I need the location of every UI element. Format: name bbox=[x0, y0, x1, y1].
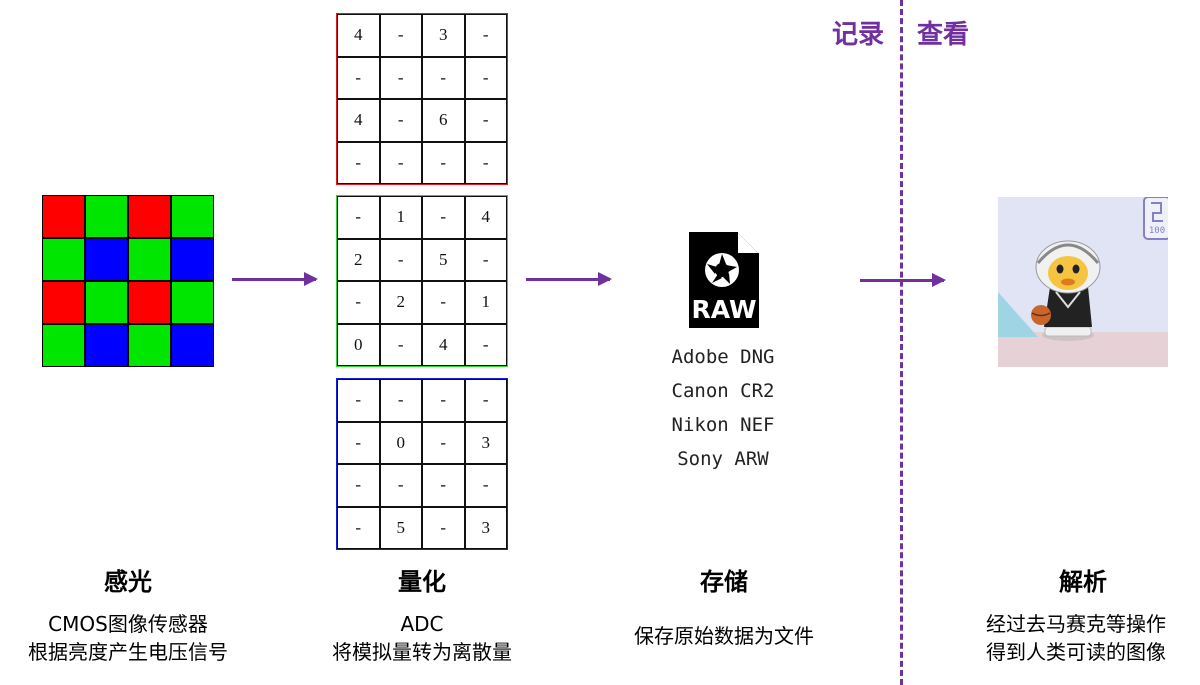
desc-line: 根据亮度产生电压信号 bbox=[28, 640, 228, 664]
green-grid-cell: 1 bbox=[464, 281, 507, 324]
blue-grid-cell: - bbox=[422, 421, 465, 464]
record-view-divider bbox=[900, 0, 903, 685]
bayer-cell bbox=[171, 281, 214, 324]
step-desc-sense: CMOS图像传感器 根据亮度产生电压信号 bbox=[0, 610, 258, 666]
green-grid-cell: 0 bbox=[337, 323, 380, 366]
green-grid-cell: 2 bbox=[379, 281, 422, 324]
red-grid-cell: - bbox=[379, 14, 422, 57]
blue-grid-cell: - bbox=[379, 379, 422, 422]
format-item: Nikon NEF bbox=[671, 414, 775, 436]
green-grid-cell: 1 bbox=[379, 196, 422, 239]
raw-file-icon: RAW bbox=[689, 232, 759, 328]
format-item: Sony ARW bbox=[677, 448, 769, 470]
bayer-cell bbox=[128, 238, 171, 281]
step-title-quant: 量化 bbox=[398, 568, 446, 596]
red-grid-cell: - bbox=[464, 141, 507, 184]
badge-text: 100 bbox=[1149, 226, 1165, 236]
bayer-cell bbox=[42, 238, 85, 281]
bayer-cell bbox=[128, 324, 171, 367]
badge-icon: 100 bbox=[1143, 197, 1168, 240]
bayer-cell bbox=[128, 195, 171, 238]
step-desc-store: 保存原始数据为文件 bbox=[594, 622, 854, 650]
red-grid-cell: - bbox=[337, 56, 380, 99]
blue-grid-cell: - bbox=[337, 379, 380, 422]
green-grid-cell: - bbox=[379, 238, 422, 281]
step-title-parse: 解析 bbox=[1059, 568, 1107, 596]
blue-grid-cell: - bbox=[422, 464, 465, 507]
arrow-quant-to-store bbox=[526, 272, 612, 286]
green-grid-cell: - bbox=[464, 323, 507, 366]
step-title-sense: 感光 bbox=[104, 568, 152, 596]
format-item: Canon CR2 bbox=[671, 380, 775, 402]
blue-grid-cell: - bbox=[337, 464, 380, 507]
decoded-photo: 100 bbox=[998, 197, 1168, 367]
blue-grid-cell: - bbox=[337, 506, 380, 549]
red-grid-cell: - bbox=[464, 56, 507, 99]
bayer-cell bbox=[171, 195, 214, 238]
green-grid-cell: - bbox=[337, 196, 380, 239]
desc-line: 保存原始数据为文件 bbox=[634, 624, 814, 648]
step-desc-parse: 经过去马赛克等操作 得到人类可读的图像 bbox=[953, 610, 1199, 666]
desc-line: ADC bbox=[400, 612, 444, 636]
step-title-store: 存储 bbox=[700, 568, 748, 596]
desc-line: 得到人类可读的图像 bbox=[986, 640, 1166, 664]
red-grid-cell: 4 bbox=[337, 99, 380, 142]
green-grid-cell: 2 bbox=[337, 238, 380, 281]
bayer-cell bbox=[85, 281, 128, 324]
green-grid-cell: - bbox=[464, 238, 507, 281]
figurine bbox=[1031, 240, 1101, 341]
blue-grid-cell: 3 bbox=[464, 421, 507, 464]
format-item: Adobe DNG bbox=[671, 346, 775, 368]
desc-line: 将模拟量转为离散量 bbox=[332, 640, 512, 664]
red-grid-cell: - bbox=[422, 56, 465, 99]
red-grid-cell: - bbox=[379, 56, 422, 99]
raw-label: RAW bbox=[691, 295, 756, 324]
record-label: 记录 bbox=[832, 20, 885, 50]
red-grid-cell: 4 bbox=[337, 14, 380, 57]
bayer-cell bbox=[42, 195, 85, 238]
view-label: 查看 bbox=[917, 20, 970, 50]
step-desc-quant: ADC 将模拟量转为离散量 bbox=[292, 610, 552, 666]
red-channel-grid: 4-3-----4-6----- bbox=[336, 13, 508, 185]
green-grid-cell: - bbox=[337, 281, 380, 324]
arrow-sense-to-quant bbox=[232, 272, 318, 286]
blue-grid-cell: - bbox=[379, 464, 422, 507]
red-grid-cell: - bbox=[464, 99, 507, 142]
blue-channel-grid: -----0-3-----5-3 bbox=[336, 378, 508, 550]
desc-line: 经过去马赛克等操作 bbox=[986, 612, 1166, 636]
bayer-cell bbox=[42, 324, 85, 367]
green-grid-cell: 5 bbox=[422, 238, 465, 281]
bayer-mosaic bbox=[42, 195, 214, 367]
green-grid-cell: - bbox=[422, 281, 465, 324]
bayer-cell bbox=[85, 238, 128, 281]
bayer-cell bbox=[171, 324, 214, 367]
red-grid-cell: 3 bbox=[422, 14, 465, 57]
raw-format-list: Adobe DNG Canon CR2 Nikon NEF Sony ARW bbox=[640, 340, 806, 476]
red-grid-cell: - bbox=[464, 14, 507, 57]
desc-line: CMOS图像传感器 bbox=[48, 612, 208, 636]
red-grid-cell: - bbox=[379, 99, 422, 142]
blue-grid-cell: - bbox=[422, 506, 465, 549]
red-grid-cell: - bbox=[422, 141, 465, 184]
bayer-cell bbox=[85, 195, 128, 238]
bayer-cell bbox=[85, 324, 128, 367]
green-grid-cell: - bbox=[422, 196, 465, 239]
blue-grid-cell: 5 bbox=[379, 506, 422, 549]
blue-grid-cell: - bbox=[464, 379, 507, 422]
green-grid-cell: 4 bbox=[464, 196, 507, 239]
bayer-cell bbox=[128, 281, 171, 324]
blue-grid-cell: 3 bbox=[464, 506, 507, 549]
red-grid-cell: 6 bbox=[422, 99, 465, 142]
bayer-cell bbox=[171, 238, 214, 281]
green-grid-cell: 4 bbox=[422, 323, 465, 366]
green-grid-cell: - bbox=[379, 323, 422, 366]
blue-grid-cell: - bbox=[422, 379, 465, 422]
blue-grid-cell: - bbox=[464, 464, 507, 507]
blue-grid-cell: - bbox=[337, 421, 380, 464]
red-grid-cell: - bbox=[337, 141, 380, 184]
blue-grid-cell: 0 bbox=[379, 421, 422, 464]
red-grid-cell: - bbox=[379, 141, 422, 184]
bayer-cell bbox=[42, 281, 85, 324]
